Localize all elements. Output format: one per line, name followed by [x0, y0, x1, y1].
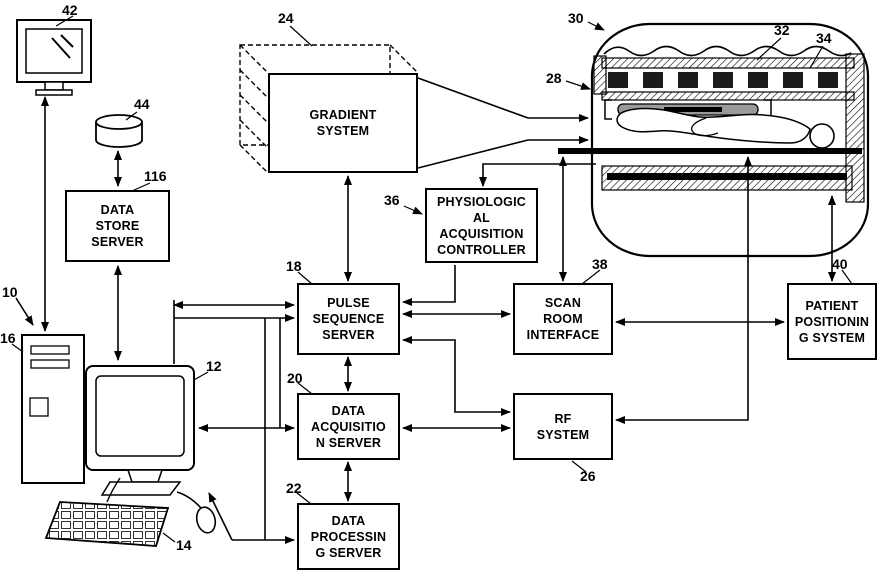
ref-display: 12: [206, 358, 222, 374]
ref-data-store-server: 116: [144, 168, 167, 184]
gradient-funnel-top: [417, 77, 529, 119]
box-data-acquisition-server: DATA ACQUISITIO N SERVER: [297, 393, 400, 460]
keyboard-cable: [106, 477, 121, 503]
box-physiological-acquisition-controller: PHYSIOLOGIC AL ACQUISITION CONTROLLER: [425, 188, 538, 263]
bottom-coil-bar: [607, 173, 847, 180]
left-end-cap: [593, 55, 607, 95]
link-rf-scanner: [615, 156, 752, 424]
ref-physiological-acquisition-controller: 36: [384, 192, 400, 208]
link-dps-workstation: [208, 492, 233, 541]
ref-magnet-bore: 28: [546, 70, 562, 86]
scanner-cover-wavy-line: [603, 45, 852, 57]
data-store-icon: [95, 114, 143, 148]
ref-data-processing-server: 22: [286, 480, 302, 496]
mid-hatch-strip: [601, 91, 855, 101]
ref-scan-room-interface: 38: [592, 256, 608, 272]
mri-scanner-illustration: [558, 22, 870, 258]
mouse-icon: [176, 491, 217, 534]
ref-rf-system: 26: [580, 468, 596, 484]
link-scanner-pac: [479, 163, 596, 187]
gradient-funnel-bottom: [417, 139, 529, 169]
ref-10-arrow: [15, 297, 34, 326]
box-patient-positioning-system: PATIENT POSITIONIN G SYSTEM: [787, 283, 877, 360]
ref-data-store: 44: [134, 96, 150, 112]
patient-table: [558, 148, 862, 154]
computer-tower-icon: [21, 334, 85, 484]
ref-patient-positioning-system: 40: [832, 256, 848, 272]
box-data-processing-server: DATA PROCESSIN G SERVER: [297, 503, 400, 570]
connection-lines: [15, 77, 836, 544]
remote-display-icon: [16, 19, 92, 96]
patient-figure: [616, 107, 835, 149]
top-hatch-strip: [601, 57, 855, 69]
ref-gradient-system: 24: [278, 10, 294, 26]
keyboard-icon: [44, 501, 170, 547]
ref-gradient-coils: 32: [774, 22, 790, 38]
right-end-cap: [845, 53, 865, 203]
box-data-store-server: DATA STORE SERVER: [65, 190, 170, 262]
box-pulse-sequence-server: PULSE SEQUENCE SERVER: [297, 283, 400, 355]
ref-tower: 16: [0, 330, 16, 346]
ref-workstation-system: 10: [2, 284, 18, 300]
box-rf-system: RF SYSTEM: [513, 393, 613, 460]
box-scan-room-interface: SCAN ROOM INTERFACE: [513, 283, 613, 355]
ref-keyboard: 14: [176, 537, 192, 553]
reference-leader-lines: [11, 15, 853, 543]
link-pss-rf: [402, 336, 511, 416]
box-gradient-system: GRADIENT SYSTEM: [268, 73, 418, 173]
ref-data-acquisition-server: 20: [287, 370, 303, 386]
ref-rf-coil: 34: [816, 30, 832, 46]
ref-scanner-assembly: 30: [568, 10, 584, 26]
link-pac-pss: [402, 265, 456, 306]
ref-remote-display: 42: [62, 2, 78, 18]
gradient-coil-segments: [608, 72, 838, 88]
ref-pulse-sequence-server: 18: [286, 258, 302, 274]
display-icon: [85, 365, 195, 496]
